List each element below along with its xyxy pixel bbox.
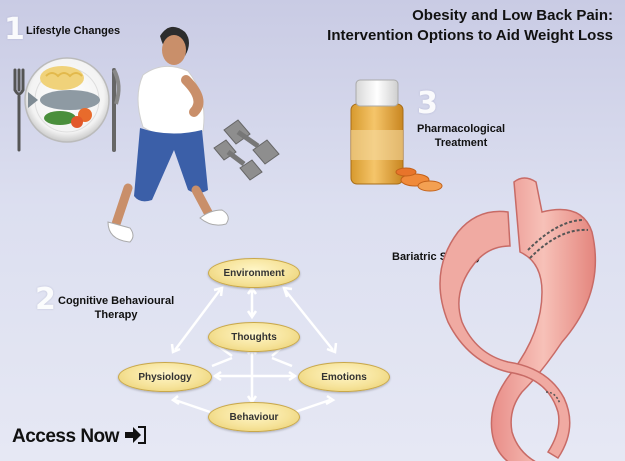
- access-now-label: Access Now: [12, 426, 119, 447]
- section-2-label-line-1: Cognitive Behavioural: [58, 295, 175, 307]
- cbt-node-environment: Environment: [208, 258, 300, 288]
- section-3-label-line-2: Treatment: [434, 137, 488, 149]
- cbt-node-emotions: Emotions: [298, 362, 390, 392]
- section-2-label: Cognitive Behavioural Therapy: [58, 294, 174, 322]
- section-1-label: Lifestyle Changes: [26, 25, 121, 37]
- section-2-number: 2: [35, 282, 56, 317]
- dumbbell-icon: [213, 119, 280, 181]
- cbt-node-physiology: Physiology: [118, 362, 212, 392]
- title-line-1: Obesity and Low Back Pain:: [412, 7, 613, 24]
- plate-icon: [13, 57, 121, 152]
- page-title: Obesity and Low Back Pain: Intervention …: [327, 6, 613, 46]
- section-3-label: Pharmacological Treatment: [417, 122, 505, 150]
- walking-woman-illustration: [107, 26, 229, 243]
- title-line-2: Intervention Options to Aid Weight Loss: [327, 27, 613, 44]
- section-1-number: 1: [4, 12, 25, 47]
- section-3-number: 3: [417, 86, 438, 121]
- section-2-label-line-2: Therapy: [94, 309, 138, 321]
- section-3-label-line-1: Pharmacological: [417, 123, 506, 135]
- cbt-node-behaviour: Behaviour: [208, 402, 300, 432]
- sign-in-arrow-icon: [124, 426, 146, 450]
- pill-bottle-icon: [350, 79, 443, 192]
- cbt-arrows: [170, 285, 338, 414]
- stomach-illustration: [439, 177, 597, 461]
- access-now-button[interactable]: Access Now: [12, 426, 146, 450]
- cbt-node-thoughts: Thoughts: [208, 322, 300, 352]
